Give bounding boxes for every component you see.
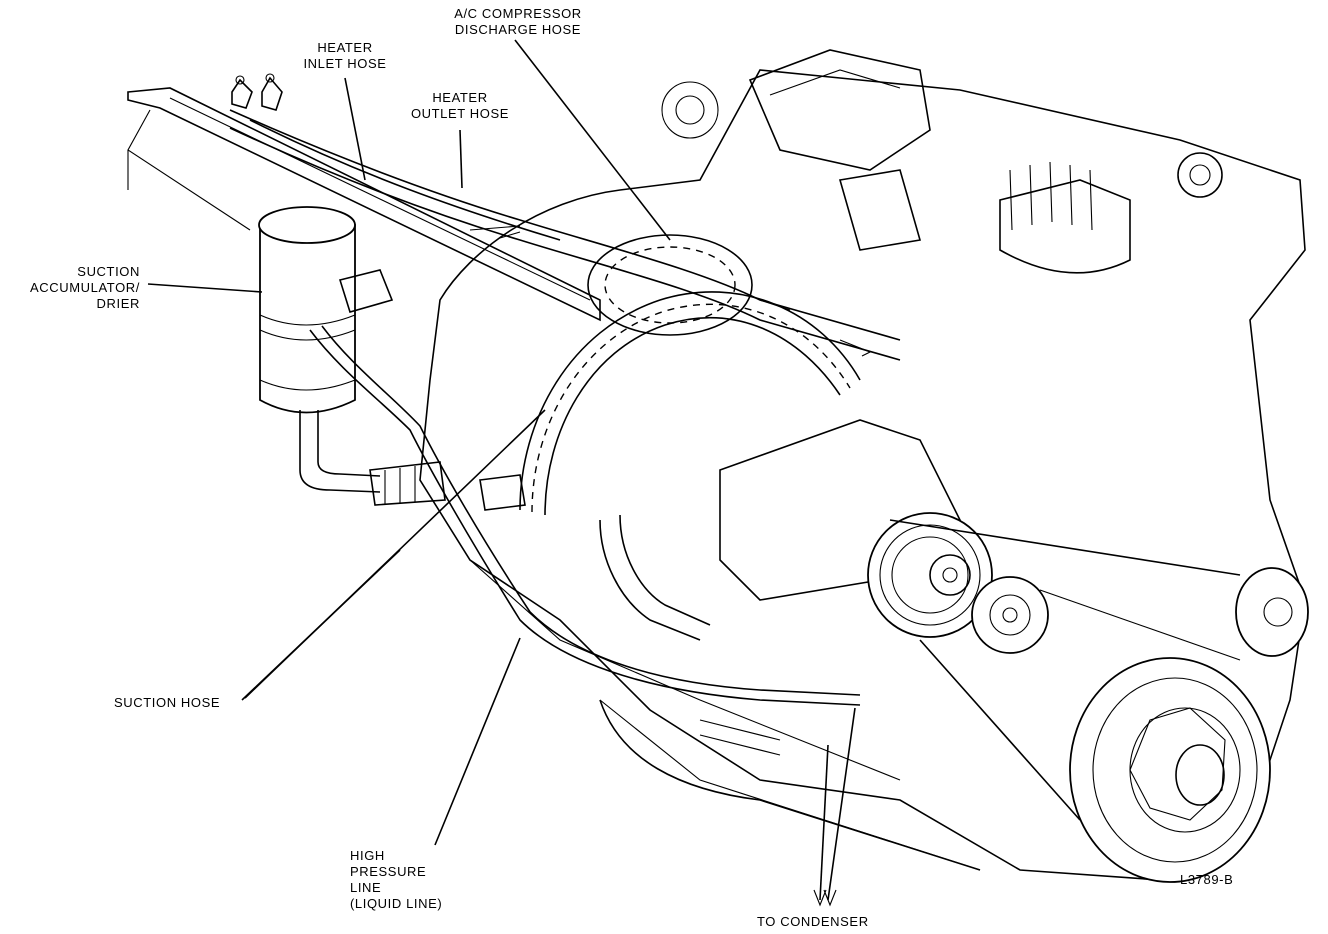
label-heater-outlet-hose: HEATER OUTLET HOSE — [395, 90, 525, 122]
label-line: A/C COMPRESSOR — [454, 6, 582, 21]
label-line: OUTLET HOSE — [410, 106, 510, 121]
idler-pulley — [971, 576, 1049, 654]
label-line: DISCHARGE HOSE — [454, 22, 582, 37]
drive-belt — [889, 519, 1241, 821]
crankshaft-pulley — [1069, 657, 1271, 883]
label-suction-accumulator-drier: SUCTION ACCUMULATOR/ DRIER — [2, 264, 140, 312]
label-line: LINE — [350, 880, 382, 895]
label-line: INLET HOSE — [303, 56, 387, 71]
label-to-condenser: TO CONDENSER — [757, 914, 869, 929]
label-line: HEATER — [432, 90, 488, 105]
label-line: PRESSURE — [350, 864, 427, 879]
discharge-hose-outline — [587, 234, 753, 336]
label-high-pressure-line: HIGH PRESSURE LINE (LIQUID LINE) — [350, 848, 442, 912]
label-heater-inlet-hose: HEATER INLET HOSE — [285, 40, 405, 72]
figure-id: L3789-B — [1180, 872, 1234, 887]
label-line: SUCTION — [77, 264, 140, 279]
suction-accumulator-drier-shape — [258, 206, 394, 493]
heater-hoses — [229, 109, 901, 361]
label-line: ACCUMULATOR/ — [29, 280, 140, 295]
oil-pan — [599, 699, 981, 871]
water-pump-pulley — [1235, 567, 1309, 657]
leader-lines — [147, 39, 856, 907]
carburetor — [661, 49, 931, 251]
label-line: HIGH — [350, 848, 385, 863]
ac-compressor — [719, 419, 993, 638]
hose-clamps — [231, 73, 283, 111]
label-line: HEATER — [317, 40, 373, 55]
distributor — [999, 152, 1223, 274]
label-line: (LIQUID LINE) — [350, 896, 443, 911]
label-suction-hose: SUCTION HOSE — [114, 695, 221, 710]
high-pressure-line-shape — [309, 325, 861, 706]
suction-hose-shape — [519, 291, 861, 641]
cowl-rail — [127, 87, 601, 322]
label-line: DRIER — [96, 296, 140, 311]
label-ac-compressor-discharge-hose: A/C COMPRESSOR DISCHARGE HOSE — [428, 6, 608, 38]
